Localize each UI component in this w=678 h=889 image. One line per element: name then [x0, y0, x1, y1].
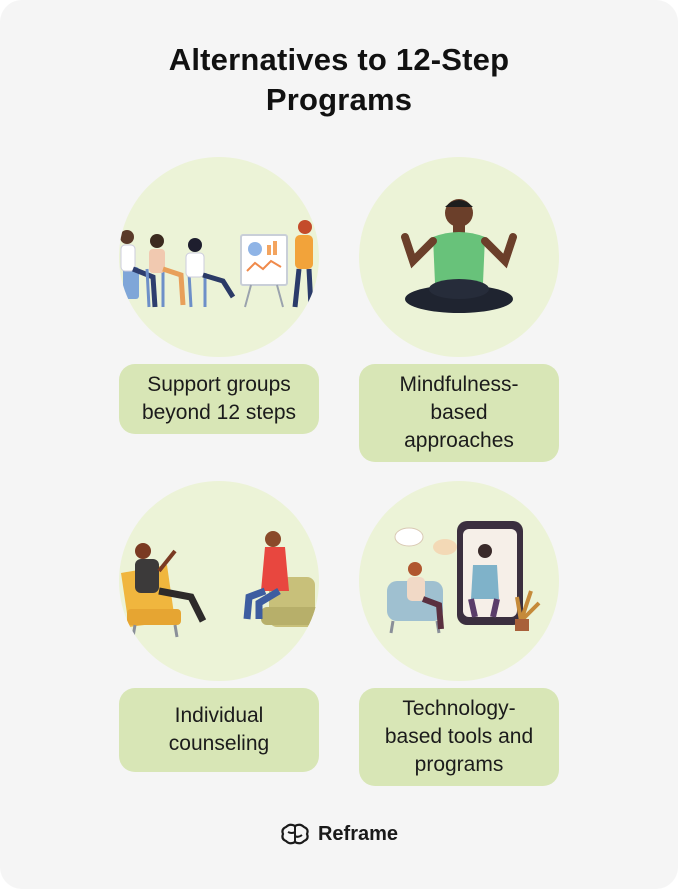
meditation-illustration-icon: [359, 157, 559, 357]
label-line: based tools and: [384, 725, 534, 748]
label-line: Individual: [174, 704, 264, 727]
label-line: Mindfulness-: [399, 373, 519, 396]
technology-illustration-icon: [359, 481, 559, 681]
brand-name: Reframe: [317, 822, 399, 845]
support-group-illustration-icon: [119, 157, 319, 357]
label-mindfulness: Mindfulness- based approaches: [359, 364, 559, 462]
label-line: approaches: [404, 429, 514, 452]
label-line: counseling: [168, 732, 270, 755]
label-line: Support groups: [147, 373, 291, 396]
card-technology-tools: Technology- based tools and programs: [359, 481, 559, 791]
card-individual-counseling: Individual counseling: [119, 481, 319, 772]
label-technology-tools: Technology- based tools and programs: [359, 688, 559, 786]
card-support-groups: Support groups beyond 12 steps: [119, 157, 319, 437]
brain-logo-icon: [280, 822, 310, 846]
title-line-2: Programs: [265, 82, 413, 117]
label-line: programs: [414, 753, 504, 776]
label-line: Technology-: [402, 697, 516, 720]
label-individual-counseling: Individual counseling: [119, 688, 319, 772]
label-line: beyond 12 steps: [141, 401, 297, 424]
page-title: Alternatives to 12-Step Programs: [0, 40, 678, 120]
title-line-1: Alternatives to 12-Step: [168, 42, 510, 77]
brand-footer: Reframe: [0, 822, 678, 846]
counseling-illustration-icon: [119, 481, 319, 681]
label-support-groups: Support groups beyond 12 steps: [119, 364, 319, 434]
card-mindfulness: Mindfulness- based approaches: [359, 157, 559, 467]
label-line: based: [430, 401, 488, 424]
